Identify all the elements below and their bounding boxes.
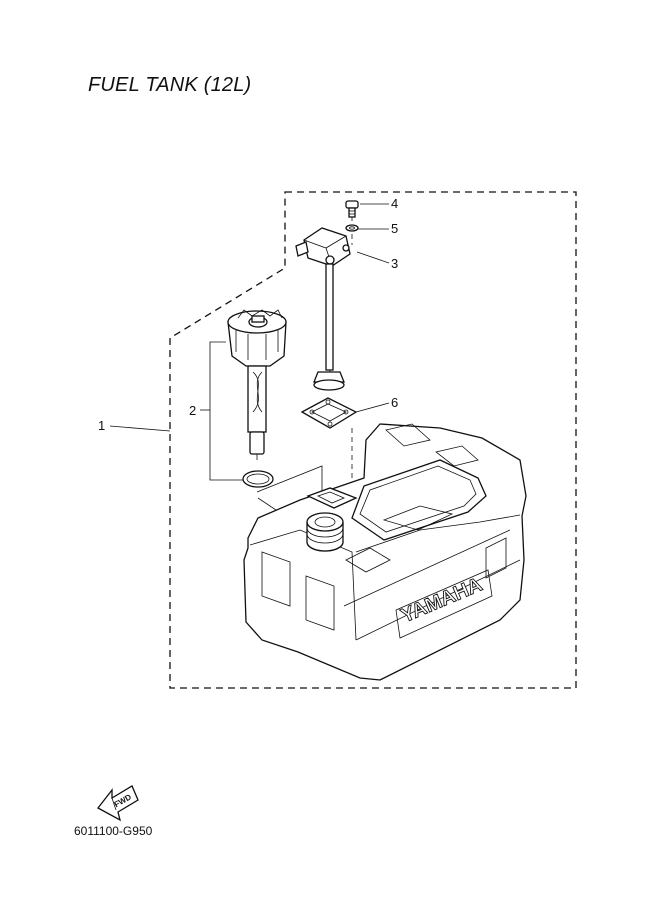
part-code: 6011100-G950 — [74, 824, 153, 838]
callout-4: 4 — [391, 196, 399, 211]
o-ring — [242, 470, 274, 488]
callout-6: 6 — [391, 395, 399, 410]
callout-1: 1 — [98, 418, 106, 433]
fuel-cap-gauge — [227, 309, 287, 460]
gasket — [300, 397, 358, 429]
callout-3: 3 — [391, 256, 399, 271]
screw — [345, 200, 359, 218]
diagram-title: FUEL TANK (12L) — [88, 74, 252, 96]
fuel-tank — [243, 423, 527, 681]
callout-5: 5 — [391, 221, 399, 236]
assembly-boundary — [169, 191, 577, 689]
washer — [345, 224, 359, 232]
fuel-joint — [295, 227, 351, 391]
fwd-arrow-icon: FWD — [97, 785, 139, 822]
callout-2: 2 — [189, 403, 197, 418]
